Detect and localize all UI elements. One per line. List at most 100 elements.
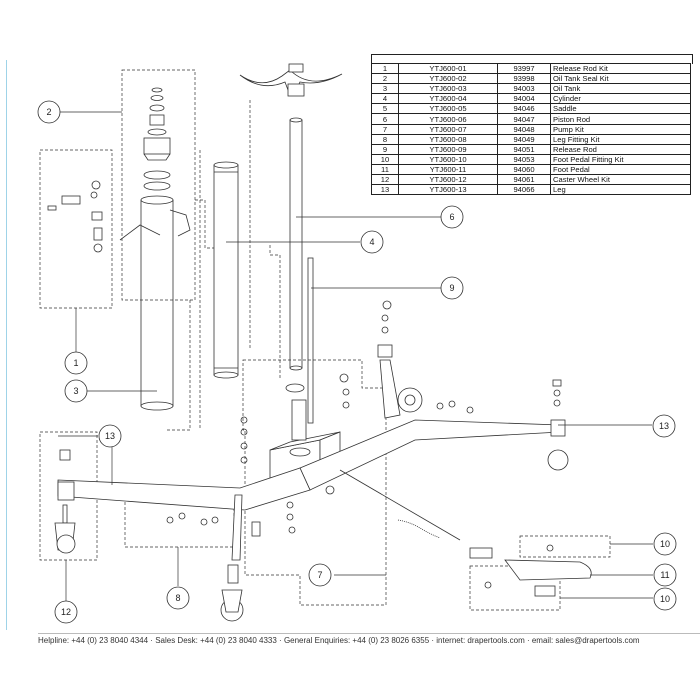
row-number: 4 — [371, 93, 399, 105]
part-description: Oil Tank — [550, 83, 691, 95]
part-code: YTJ600-08 — [398, 133, 498, 145]
callout-8-label: 8 — [175, 593, 180, 603]
callout-10-upper-label: 10 — [660, 539, 670, 549]
callout-11: 11 — [653, 563, 677, 587]
part-description: Foot Pedal — [550, 163, 691, 176]
part-number: 94003 — [497, 83, 551, 95]
callout-1: 1 — [64, 351, 88, 375]
callout-4: 4 — [360, 230, 384, 254]
part-code: YTJ600-04 — [398, 93, 498, 105]
row-number: 11 — [371, 163, 399, 176]
callout-10-lower: 10 — [653, 587, 677, 611]
part-code: YTJ600-01 — [398, 62, 498, 75]
kit-box-13-left — [39, 431, 98, 561]
part-code: YTJ600-10 — [398, 153, 498, 165]
callout-1-label: 1 — [73, 358, 78, 368]
callout-13-right-label: 13 — [659, 421, 669, 431]
piston-rod-part — [289, 119, 303, 369]
row-number: 13 — [371, 184, 399, 196]
part-description: Caster Wheel Kit — [550, 174, 691, 186]
part-number: 94051 — [497, 143, 551, 155]
release-rod-part — [307, 257, 314, 424]
callout-7: 7 — [308, 563, 332, 587]
kit-box-10-upper — [519, 535, 611, 558]
part-number: 94061 — [497, 174, 551, 186]
part-description: Piston Rod — [550, 113, 691, 125]
part-number: 94046 — [497, 103, 551, 115]
callout-10-upper: 10 — [653, 532, 677, 556]
row-number: 10 — [371, 153, 399, 165]
callout-13-left: 13 — [98, 424, 122, 448]
kit-box-2 — [121, 69, 196, 301]
callout-9-label: 9 — [449, 283, 454, 293]
part-description: Cylinder — [550, 93, 691, 105]
callout-2-label: 2 — [46, 107, 51, 117]
callout-8: 8 — [166, 586, 190, 610]
part-description: Oil Tank Seal Kit — [550, 73, 691, 85]
callout-13-right: 13 — [652, 414, 676, 438]
callout-6-label: 6 — [449, 212, 454, 222]
part-description: Foot Pedal Fitting Kit — [550, 153, 691, 165]
row-number: 6 — [371, 113, 399, 125]
row-number: 12 — [371, 174, 399, 186]
page-edge-line — [6, 60, 7, 630]
fasteners — [166, 300, 474, 534]
part-code: YTJ600-03 — [398, 83, 498, 95]
foot-pedal-linkage — [339, 469, 592, 597]
right-leg — [299, 344, 569, 491]
kit-box-1 — [39, 149, 113, 309]
callout-12: 12 — [54, 600, 78, 624]
leader-lines — [58, 111, 653, 601]
kit-box-7 — [242, 359, 387, 606]
part-description: Leg Fitting Kit — [550, 133, 691, 145]
row-number: 1 — [371, 62, 399, 75]
row-number: 8 — [371, 133, 399, 145]
row-number: 2 — [371, 73, 399, 85]
callout-12-label: 12 — [61, 607, 71, 617]
seal-kit-stack — [143, 87, 171, 191]
callout-3: 3 — [64, 379, 88, 403]
footer-divider — [38, 633, 700, 634]
callout-4-label: 4 — [369, 237, 374, 247]
part-description: Release Rod — [550, 143, 691, 155]
footer-contact: Helpline: +44 (0) 23 8040 4344 · Sales D… — [38, 636, 640, 645]
part-number: 94049 — [497, 133, 551, 145]
callout-7-label: 7 — [317, 570, 322, 580]
callout-10-lower-label: 10 — [660, 594, 670, 604]
callout-6: 6 — [440, 205, 464, 229]
callout-3-label: 3 — [73, 386, 78, 396]
oil-tank-part — [140, 199, 174, 407]
callout-2: 2 — [37, 100, 61, 124]
callout-13-left-label: 13 — [105, 431, 115, 441]
row-number: 3 — [371, 83, 399, 95]
parts-table-header — [371, 54, 693, 64]
part-description: Saddle — [550, 103, 691, 115]
part-number: 94048 — [497, 123, 551, 135]
part-number: 93998 — [497, 73, 551, 85]
saddle-part — [239, 63, 343, 97]
part-number: 94060 — [497, 163, 551, 176]
part-description: Leg — [550, 184, 691, 196]
part-code: YTJ600-07 — [398, 123, 498, 135]
release-rod-kit-parts — [47, 180, 103, 253]
part-code: YTJ600-11 — [398, 163, 498, 176]
part-code: YTJ600-02 — [398, 73, 498, 85]
part-code: YTJ600-13 — [398, 184, 498, 196]
part-number: 94047 — [497, 113, 551, 125]
left-leg — [57, 467, 311, 561]
part-number: 93997 — [497, 62, 551, 75]
part-number: 94053 — [497, 153, 551, 165]
row-number: 7 — [371, 123, 399, 135]
